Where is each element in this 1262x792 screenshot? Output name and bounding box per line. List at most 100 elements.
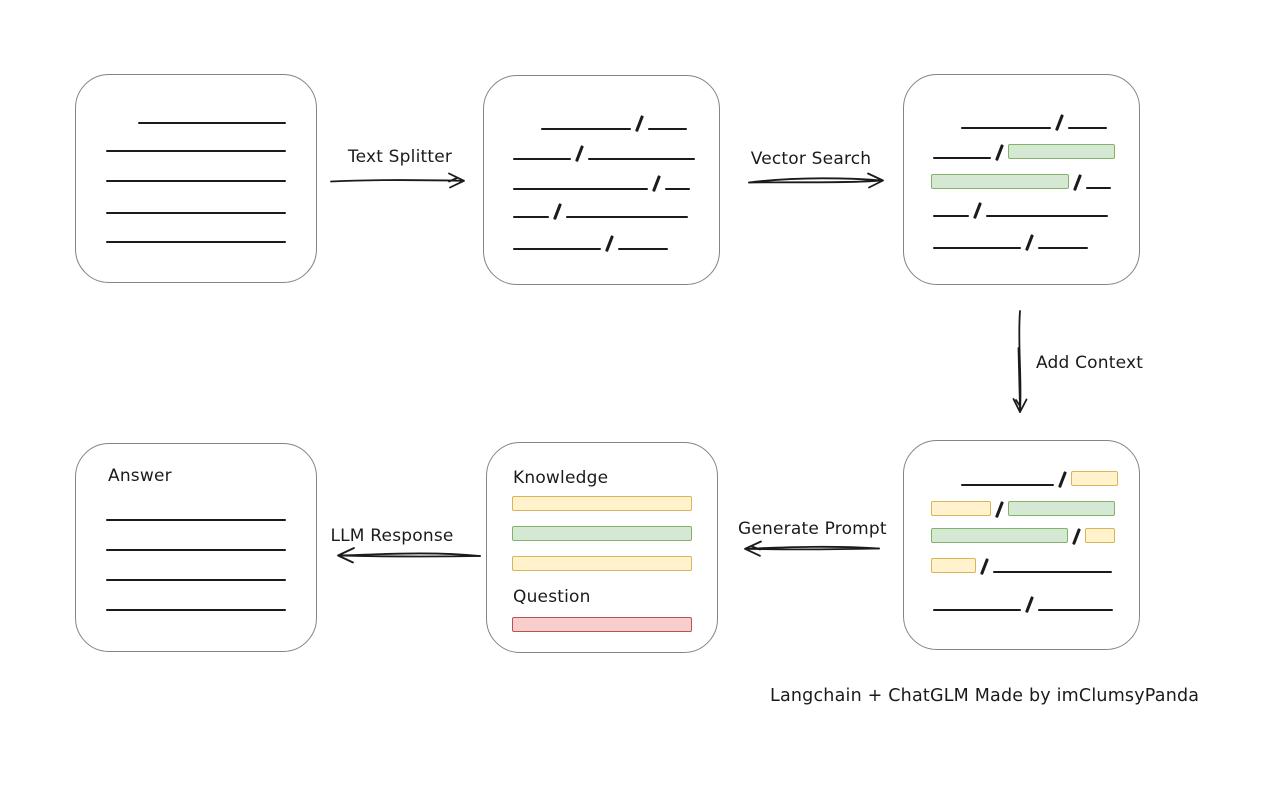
yellow-highlight-chip: [1084, 528, 1115, 543]
segment-row: [512, 553, 692, 571]
text-line: [513, 158, 571, 160]
text-line: [106, 212, 286, 214]
slash-separator: [1055, 114, 1064, 131]
segment-row: [106, 533, 286, 551]
knowledge-label: Knowledge: [513, 468, 609, 488]
panel-split-text: [483, 75, 720, 285]
question-label: Question: [513, 587, 591, 607]
slash-separator: [1072, 528, 1081, 545]
yellow-highlight-chip: [1070, 471, 1118, 486]
segment-row: [931, 525, 1115, 545]
segment-row: [961, 468, 1118, 488]
slash-separator: [980, 558, 989, 575]
segment-row: [106, 196, 286, 214]
segment-row: [513, 200, 688, 220]
panel-source-document: [75, 74, 317, 283]
segment-row: [512, 493, 692, 511]
panel-answer: Answer: [75, 443, 317, 652]
vector-search-arrow: [748, 172, 884, 189]
slash-separator: [973, 202, 982, 219]
red-highlight-chip: [512, 617, 692, 632]
segment-row: [513, 172, 690, 192]
text-line: [106, 150, 286, 152]
green-highlight-chip: [1007, 144, 1115, 159]
slash-separator: [995, 144, 1004, 161]
text-line: [587, 158, 695, 160]
segment-row: [106, 225, 286, 243]
text-line: [933, 609, 1021, 611]
text-line: [992, 571, 1112, 573]
segment-row: [106, 563, 286, 581]
text-line: [985, 215, 1108, 217]
text-line: [138, 122, 286, 124]
yellow-highlight-chip: [512, 556, 692, 571]
green-highlight-chip: [931, 528, 1068, 543]
yellow-highlight-chip: [931, 558, 976, 573]
text-line: [647, 128, 687, 130]
panel-vector-search-results: [903, 74, 1140, 285]
panel-prompt: Knowledge Question: [486, 442, 718, 653]
segment-row: [933, 231, 1088, 251]
slash-separator: [575, 145, 584, 162]
text-line: [513, 188, 648, 190]
panel-context-merged: [903, 440, 1140, 650]
generate-prompt-arrow: [744, 540, 880, 557]
text-line: [961, 484, 1054, 486]
text-line: [106, 549, 286, 551]
text-line: [106, 579, 286, 581]
slash-separator: [1073, 174, 1082, 191]
text-line: [106, 180, 286, 182]
slash-separator: [553, 203, 562, 220]
slash-separator: [1025, 234, 1034, 251]
slash-separator: [652, 175, 661, 192]
answer-label: Answer: [108, 466, 172, 486]
slash-separator: [995, 501, 1004, 518]
text-line: [513, 216, 549, 218]
text-line: [961, 127, 1051, 129]
generate-prompt-label: Generate Prompt: [738, 519, 887, 539]
slash-separator: [605, 235, 614, 252]
slash-separator: [635, 115, 644, 132]
segment-row: [931, 555, 1112, 575]
text-splitter-label: Text Splitter: [347, 147, 453, 167]
text-line: [664, 188, 690, 190]
segment-row: [931, 171, 1111, 191]
add-context-label: Add Context: [1036, 353, 1144, 373]
text-line: [1067, 127, 1107, 129]
green-highlight-chip: [931, 174, 1069, 189]
text-line: [106, 519, 286, 521]
text-splitter-arrow: [330, 172, 465, 189]
text-line: [933, 215, 969, 217]
yellow-highlight-chip: [931, 501, 991, 516]
segment-row: [106, 164, 286, 182]
caption: Langchain + ChatGLM Made by imClumsyPand…: [770, 686, 1200, 706]
segment-row: [138, 106, 286, 124]
text-line: [541, 128, 631, 130]
text-line: [933, 157, 991, 159]
slash-separator: [1058, 471, 1067, 488]
text-line: [933, 247, 1021, 249]
segment-row: [541, 112, 687, 132]
slash-separator: [1025, 596, 1034, 613]
segment-row: [933, 593, 1113, 613]
green-highlight-chip: [1007, 501, 1115, 516]
add-context-arrow: [1012, 310, 1028, 413]
segment-row: [512, 614, 692, 632]
green-highlight-chip: [512, 526, 692, 541]
segment-row: [933, 141, 1115, 161]
text-line: [106, 609, 286, 611]
llm-response-label: LLM Response: [330, 526, 454, 546]
segment-row: [106, 593, 286, 611]
yellow-highlight-chip: [512, 496, 692, 511]
text-line: [106, 241, 286, 243]
vector-search-label: Vector Search: [750, 149, 872, 169]
text-line: [1037, 609, 1113, 611]
text-line: [1037, 247, 1088, 249]
segment-row: [106, 134, 286, 152]
segment-row: [933, 199, 1108, 219]
segment-row: [961, 111, 1107, 131]
text-line: [513, 248, 601, 250]
segment-row: [931, 498, 1115, 518]
text-line: [565, 216, 688, 218]
segment-row: [513, 142, 695, 162]
